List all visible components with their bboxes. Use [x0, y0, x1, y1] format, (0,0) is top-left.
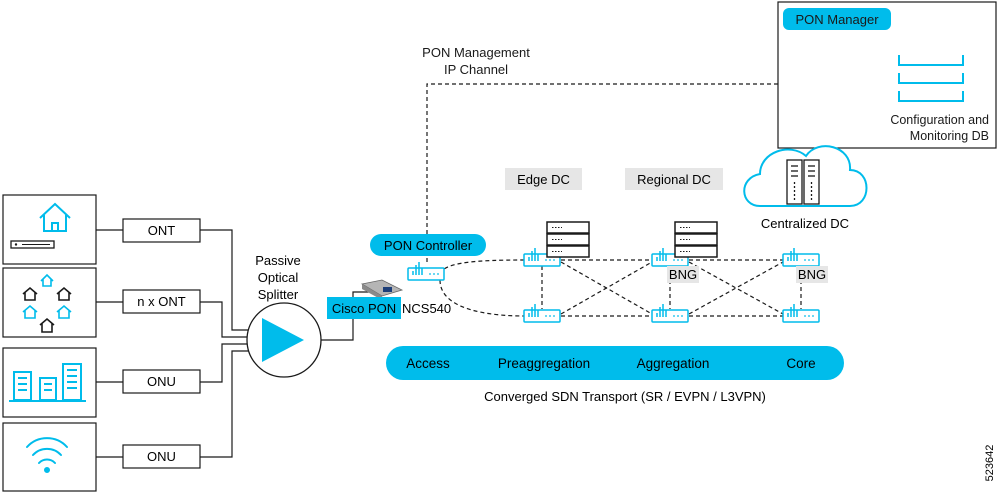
layer-label-preaggregation: Preaggregation	[498, 356, 590, 371]
figure-id: 523642	[984, 445, 996, 482]
bng-label-bg	[667, 266, 699, 283]
layer-label-aggregation: Aggregation	[637, 356, 710, 371]
splitter-label: Optical	[258, 270, 299, 285]
subscriber-box-wireless	[2, 422, 97, 492]
router-icon	[782, 247, 820, 267]
bng-label: BNG	[798, 267, 826, 282]
subscriber-links	[96, 229, 372, 458]
pon-manager-pill	[783, 8, 891, 30]
onu-box: ONU	[122, 369, 201, 394]
pon-manager-box: PON Manager Configuration and Monitoring…	[777, 1, 997, 149]
n-x-ont-box: n x ONT	[122, 289, 201, 314]
bng-label: BNG	[669, 267, 697, 282]
business-buildings-icon	[9, 363, 86, 402]
regional-dc-label-bg	[625, 168, 723, 190]
device-label: ONU	[147, 374, 176, 389]
subscriber-box-home	[2, 194, 97, 265]
device-label: ONT	[148, 223, 176, 238]
database-icon	[898, 55, 964, 102]
subscriber-box-multi-dwelling	[2, 267, 97, 338]
server-icon	[674, 221, 718, 258]
pon-controller-pill	[370, 234, 486, 256]
pon-controller-label: PON Controller	[384, 238, 473, 253]
device-label: ONU	[147, 449, 176, 464]
bng-label-bg	[796, 266, 828, 283]
router-icon	[651, 303, 689, 323]
splitter-label: Splitter	[258, 287, 299, 302]
layer-label-access: Access	[406, 356, 450, 371]
device-label: n x ONT	[137, 294, 185, 309]
pon-management-label: IP Channel	[444, 62, 508, 77]
modem-icon	[10, 240, 55, 249]
regional-dc-label: Regional DC	[637, 172, 711, 187]
cisco-pon-label: Cisco PON	[332, 301, 396, 316]
edge-dc-label-bg	[505, 168, 582, 190]
router-icon	[782, 303, 820, 323]
ont-box: ONT	[122, 218, 201, 243]
transport-layers-bar	[386, 346, 844, 380]
onu-box: ONU	[122, 444, 201, 469]
centralized-dc-label: Centralized DC	[761, 216, 849, 231]
transport-caption: Converged SDN Transport (SR / EVPN / L3V…	[484, 389, 766, 404]
pon-management-label: PON Management	[422, 45, 530, 60]
server-icon	[546, 221, 590, 258]
sfp-module-icon	[360, 279, 404, 300]
rack-server-icon	[786, 159, 820, 205]
edge-dc-label: Edge DC	[517, 172, 570, 187]
splitter-icon	[246, 302, 322, 378]
router-icon	[523, 303, 561, 323]
router-icon	[407, 261, 445, 281]
layer-label-core: Core	[786, 356, 815, 371]
ncs540-label: NCS540	[402, 301, 451, 316]
subscriber-box-business	[2, 347, 97, 418]
splitter-label: Passive	[255, 253, 301, 268]
pon-management-channel-line	[426, 83, 778, 262]
multi-dwelling-icon	[22, 273, 72, 333]
wifi-icon	[26, 437, 68, 473]
database-label: Monitoring DB	[910, 129, 989, 143]
database-label: Configuration and	[890, 113, 989, 127]
transport-links	[439, 259, 802, 317]
pon-manager-title: PON Manager	[795, 12, 879, 27]
cisco-pon-pill	[327, 297, 401, 319]
house-icon	[39, 202, 71, 232]
